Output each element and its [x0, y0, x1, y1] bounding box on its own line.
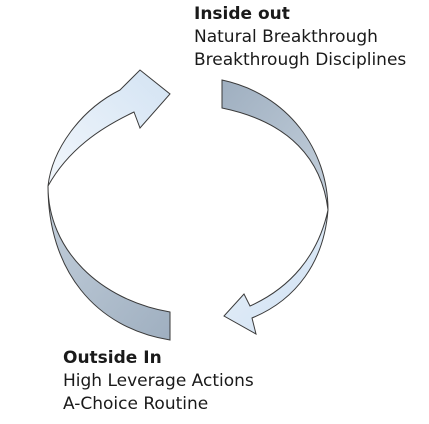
right-upper-band [221, 79, 329, 211]
inside-out-heading: Inside out [194, 4, 290, 24]
outside-in-line-1: High Leverage Actions [63, 371, 254, 391]
inside-out-label: Inside out Natural Breakthrough Breakthr… [194, 3, 406, 72]
outside-in-label: Outside In High Leverage Actions A-Choic… [63, 347, 254, 416]
inside-out-line-2: Breakthrough Disciplines [194, 50, 407, 70]
left-upper-arrow [47, 69, 171, 187]
outside-in-heading: Outside In [63, 348, 162, 368]
left-lower-band [47, 185, 171, 341]
outside-in-line-2: A-Choice Routine [63, 394, 209, 414]
inside-out-line-1: Natural Breakthrough [194, 27, 378, 47]
right-lower-arrow [223, 209, 329, 336]
